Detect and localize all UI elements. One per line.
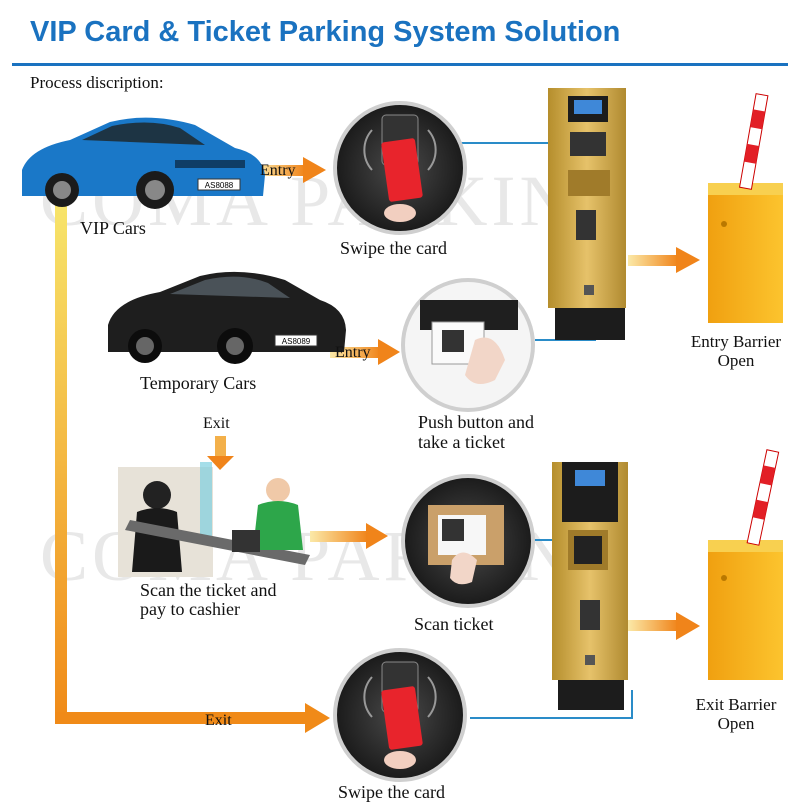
to-exit-barrier-arrow <box>628 612 700 640</box>
swipe-card-exit-label: Swipe the card <box>338 782 445 802</box>
blue-sports-car-icon: AS8088 <box>22 118 265 209</box>
vip-cars-label: VIP Cars <box>80 218 146 238</box>
exit-barrier-label-line2: Open <box>684 714 788 734</box>
rfid-card-reader-icon <box>335 103 465 233</box>
exit-barrier-label-line1: Exit Barrier <box>684 695 788 715</box>
temp-plate: AS8089 <box>282 337 311 346</box>
to-entry-barrier-arrow <box>628 247 700 273</box>
scan-ticket-label: Scan ticket <box>414 614 493 634</box>
scan-pay-label-line1: Scan the ticket and <box>140 580 276 600</box>
black-sports-car-icon: AS8089 <box>108 272 346 364</box>
swipe-card-entry-label: Swipe the card <box>340 238 447 258</box>
exit-terminal-icon <box>552 462 628 710</box>
temporary-cars-label: Temporary Cars <box>140 373 256 393</box>
vip-entry-arrow-label: Entry <box>260 162 296 180</box>
qr-ticket-scanner-icon <box>403 476 533 606</box>
vip-plate: AS8088 <box>205 181 234 190</box>
ticket-dispenser-icon <box>403 280 533 410</box>
rfid-card-reader-exit-icon <box>335 650 465 780</box>
push-button-label-line1: Push button and <box>418 412 534 432</box>
entry-barrier-label-line1: Entry Barrier <box>684 332 788 352</box>
exit-barrier-gate-icon <box>708 450 783 680</box>
push-button-label-line2: take a ticket <box>418 432 505 452</box>
scan-pay-label-line2: pay to cashier <box>140 599 240 619</box>
entry-barrier-gate-icon <box>708 94 783 323</box>
entry-terminal-icon <box>548 88 626 340</box>
vip-exit-arrow-label: Exit <box>205 712 232 730</box>
temp-entry-arrow-label: Entry <box>335 344 371 362</box>
entry-barrier-label-line2: Open <box>684 351 788 371</box>
temp-exit-arrow-label: Exit <box>203 415 230 433</box>
